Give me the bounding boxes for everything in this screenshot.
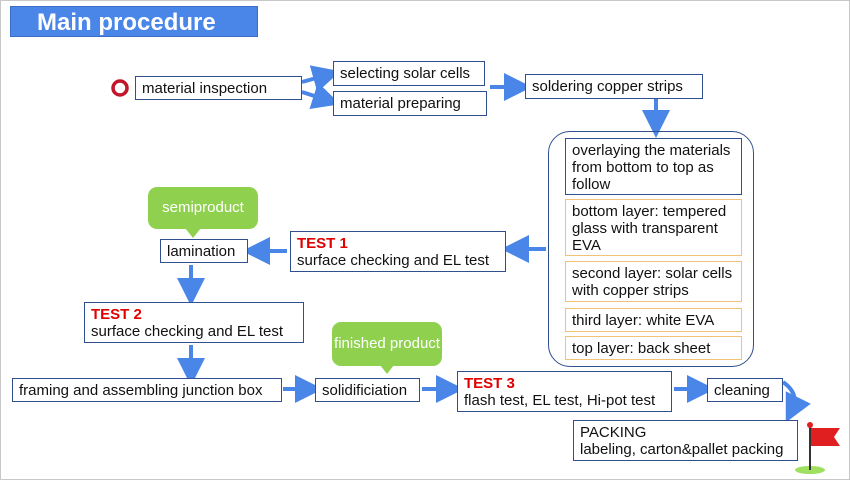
- arrow-cleaning-to-packing: [781, 380, 811, 423]
- step-label: framing and assembling junction box: [19, 382, 263, 399]
- layer-label: third layer: white EVA: [572, 312, 715, 329]
- semiproduct-callout: semiproduct: [148, 187, 258, 229]
- step-overlaying: overlaying the materials from bottom to …: [565, 138, 742, 195]
- step-label: soldering copper strips: [532, 78, 683, 95]
- test3-box: TEST 3 flash test, EL test, Hi-pot test: [457, 371, 672, 412]
- step-material-inspection: material inspection: [135, 76, 302, 100]
- step-soldering-copper-strips: soldering copper strips: [525, 74, 703, 99]
- callout-pointer: [185, 228, 201, 238]
- layer-label: top layer: back sheet: [572, 340, 711, 357]
- step-label: lamination: [167, 243, 236, 260]
- layer-top: top layer: back sheet: [565, 336, 742, 360]
- test2-desc: surface checking and EL test: [91, 323, 284, 340]
- step-label: solidificiation: [322, 382, 408, 399]
- layer-second: second layer: solar cells with copper st…: [565, 261, 742, 302]
- layer-label: second layer: solar cells with copper st…: [572, 265, 733, 299]
- step-lamination: lamination: [160, 239, 248, 263]
- test3-desc: flash test, EL test, Hi-pot test: [464, 392, 656, 409]
- page-title: Main procedure: [10, 6, 258, 37]
- step-selecting-solar-cells: selecting solar cells: [333, 61, 485, 86]
- packing-desc: labeling, carton&pallet packing: [580, 441, 784, 458]
- step-label: overlaying the materials from bottom to …: [572, 142, 731, 193]
- step-solidificiation: solidificiation: [315, 378, 420, 402]
- test2-label: TEST 2: [91, 306, 142, 323]
- arrow-inspection-to-preparing: [301, 82, 341, 110]
- layer-label: bottom layer: tempered glass with transp…: [572, 203, 727, 254]
- step-label: selecting solar cells: [340, 65, 471, 82]
- step-label: cleaning: [714, 382, 770, 399]
- step-framing: framing and assembling junction box: [12, 378, 282, 402]
- test1-label: TEST 1: [297, 235, 348, 252]
- test3-label: TEST 3: [464, 375, 515, 392]
- step-material-preparing: material preparing: [333, 91, 487, 116]
- packing-title: PACKING: [580, 424, 647, 441]
- step-label: material preparing: [340, 95, 461, 112]
- layer-third: third layer: white EVA: [565, 308, 742, 332]
- finished-product-callout: finished product: [332, 322, 442, 366]
- callout-pointer: [380, 365, 394, 374]
- arrow-inspection-to-selecting: [301, 65, 341, 93]
- step-label: material inspection: [142, 80, 268, 97]
- layer-bottom: bottom layer: tempered glass with transp…: [565, 199, 742, 256]
- finish-flag-icon: [795, 422, 840, 474]
- test1-box: TEST 1 surface checking and EL test: [290, 231, 506, 272]
- step-cleaning: cleaning: [707, 378, 783, 402]
- test2-box: TEST 2 surface checking and EL test: [84, 302, 304, 343]
- test1-desc: surface checking and EL test: [297, 252, 490, 269]
- layup-group: [548, 131, 754, 367]
- callout-label: finished product: [334, 335, 440, 352]
- callout-label: semiproduct: [162, 199, 244, 216]
- start-circle-icon: [111, 79, 129, 97]
- step-packing: PACKING labeling, carton&pallet packing: [573, 420, 798, 461]
